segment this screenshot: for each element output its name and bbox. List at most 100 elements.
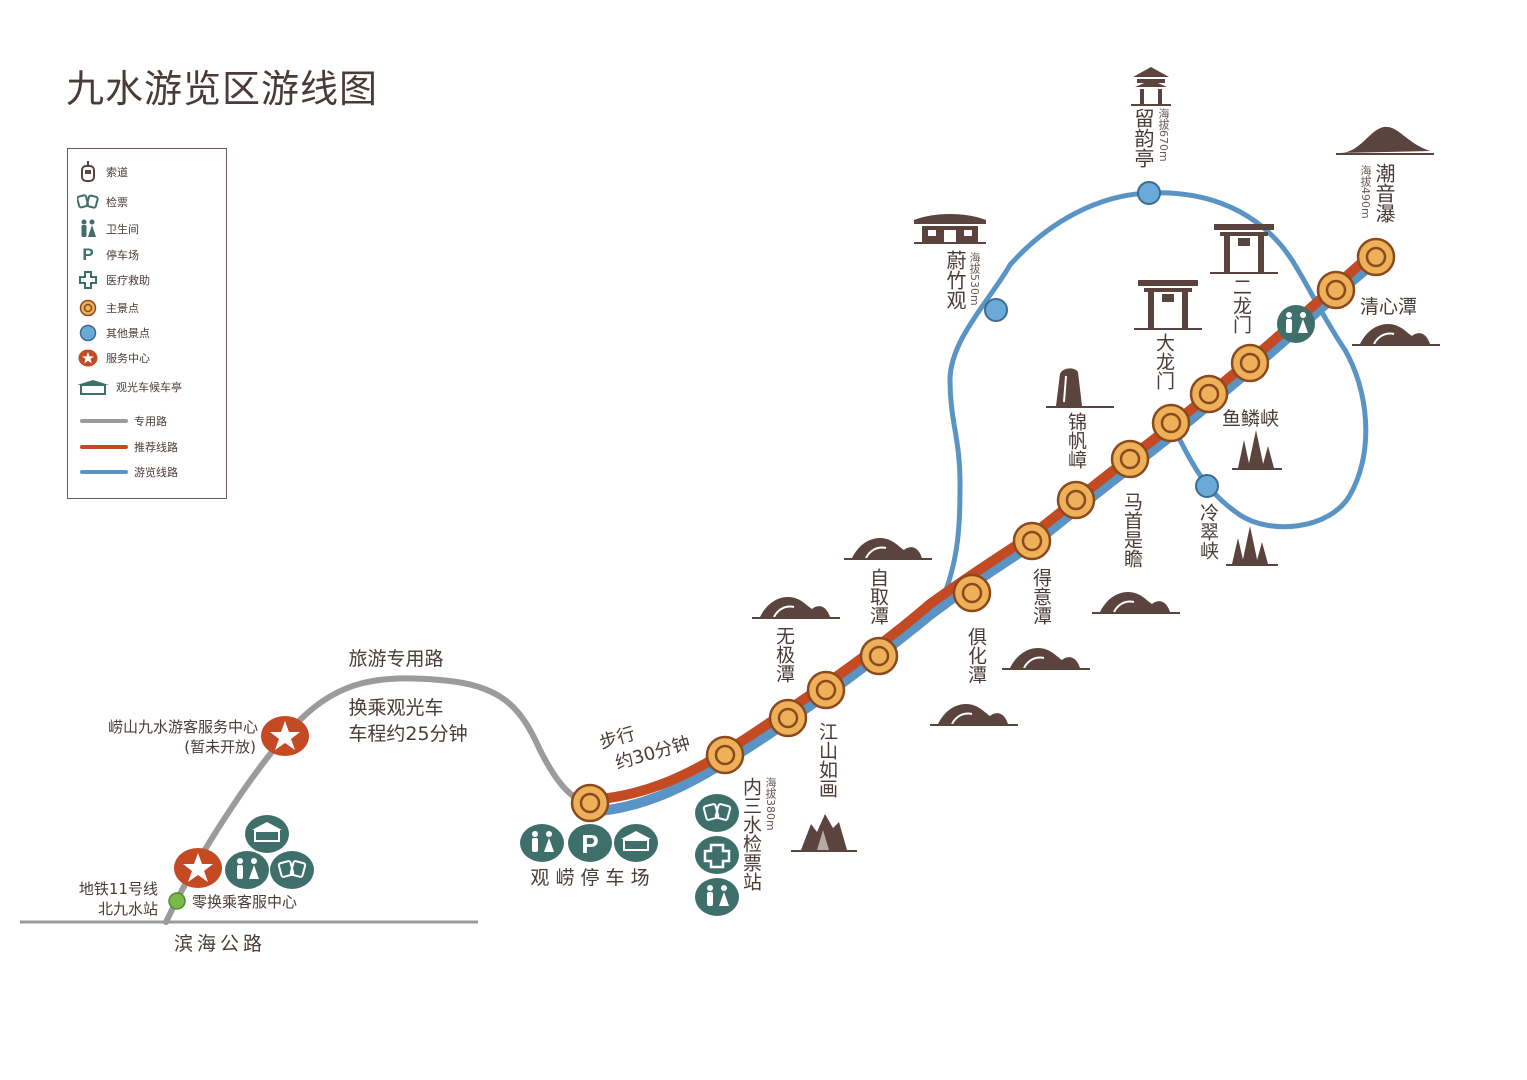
altitude-neisanshui: 海拔380m: [764, 777, 777, 831]
other-spot-icon: [76, 324, 100, 342]
visitor-center-label-2: (暂未开放): [184, 738, 256, 756]
dedicated-road-swatch: [80, 419, 128, 423]
rock-icon-ziqu: [843, 537, 933, 560]
main-spot-qingxin[interactable]: [1316, 270, 1356, 310]
transfer-center-label: 零换乘客服中心: [192, 893, 297, 911]
medical-icon[interactable]: [695, 836, 739, 874]
spot-label-chaoyin: 潮音瀑: [1372, 163, 1396, 223]
restroom-icon[interactable]: [1277, 305, 1315, 343]
metro-station-icon[interactable]: [168, 892, 186, 910]
legend-label: 推荐线路: [134, 441, 178, 454]
main-spot-jinfan[interactable]: [1056, 480, 1096, 520]
legend-item-ropeway: 索道: [76, 161, 128, 183]
legend-label: 专用路: [134, 415, 167, 428]
legend-item-tour: 游览线路: [76, 464, 178, 480]
visitor-center-icon[interactable]: [261, 716, 309, 756]
restroom-icon-parking[interactable]: [520, 824, 564, 862]
mountain-icon-chaoyin: [1335, 125, 1435, 155]
main-spot-juhua[interactable]: [952, 573, 992, 613]
spot-label-lengcui: 冷翠峡: [1197, 503, 1219, 560]
legend-label: 医疗救助: [106, 274, 150, 287]
other-spot-liuyun[interactable]: [1137, 181, 1161, 205]
visitor-center-label-1: 崂山九水游客服务中心: [108, 718, 258, 736]
main-spot-erlongmen[interactable]: [1230, 343, 1270, 383]
legend-label: 卫生间: [106, 223, 139, 236]
spot-label-weizhu: 蔚竹观: [943, 250, 967, 310]
spot-label-ziqu: 自取潭: [867, 568, 889, 625]
spot-label-deyi: 得意潭: [1030, 568, 1052, 625]
ropeway-icon: [76, 161, 100, 183]
main-spots: [570, 237, 1396, 823]
legend-panel: 索道 检票 卫生间 P 停车场 医疗救助 主景点 其他景点 服务中心: [67, 148, 227, 499]
spot-label-wuji: 无极潭: [773, 626, 795, 683]
tour-route-swatch: [80, 470, 128, 474]
parking-label: 观 崂 停 车 场: [530, 867, 649, 889]
legend-label: 索道: [106, 166, 128, 179]
medical-icon: [76, 271, 100, 289]
rock-pillars-icon-lengcui: [1226, 526, 1278, 566]
gate-icon-dalongmen: [1133, 279, 1203, 330]
pavilion-icon-liuyun: [1130, 66, 1172, 106]
legend-label: 服务中心: [106, 352, 150, 365]
main-spot-chaoyin[interactable]: [1356, 237, 1396, 277]
main-spot-deyi[interactable]: [1012, 521, 1052, 561]
rock-icon-juhua: [929, 703, 1019, 726]
legend-label: 主景点: [106, 302, 139, 315]
altitude-chaoyin: 海拔490m: [1359, 165, 1372, 219]
legend-item-bus-shelter: 观光车候车亭: [76, 379, 182, 395]
svg-text:P: P: [581, 829, 598, 859]
bus-shelter-icon: [76, 379, 110, 395]
spot-label-juhua: 俱化潭: [965, 627, 987, 684]
spot-label-yulin: 鱼鳞峡: [1222, 408, 1279, 430]
metro-label-2: 北九水站: [98, 900, 158, 918]
altitude-liuyun: 海拔670m: [1157, 108, 1170, 162]
legend-item-parking: P 停车场: [76, 245, 139, 265]
spot-label-neisanshui: 内三水检票站: [740, 777, 762, 891]
legend-item-other-spot: 其他景点: [76, 324, 150, 342]
main-spot-neisanshui[interactable]: [705, 735, 745, 775]
bus-shelter-icon[interactable]: [245, 815, 289, 853]
bus-shelter-icon-parking[interactable]: [614, 824, 658, 862]
parking-icon[interactable]: P: [568, 824, 612, 862]
legend-label: 观光车候车亭: [116, 381, 182, 394]
main-spot-jiangshan[interactable]: [806, 670, 846, 710]
service-center-icon[interactable]: [174, 848, 222, 888]
other-spot-weizhu[interactable]: [984, 298, 1008, 322]
legend-item-restroom: 卫生间: [76, 219, 139, 239]
shuttle-label-2: 车程约25分钟: [348, 723, 467, 745]
main-spot-ziqu[interactable]: [859, 636, 899, 676]
spot-label-mashou: 马首是瞻: [1121, 492, 1143, 568]
recommended-route-swatch: [80, 445, 128, 449]
restroom-icon-transfer[interactable]: [225, 851, 269, 889]
spot-label-qingxin: 清心潭: [1360, 296, 1417, 318]
tour-route-main: [587, 253, 1385, 817]
ticket-icon-transfer[interactable]: [270, 851, 314, 889]
spot-label-dalongmen: 大龙门: [1153, 333, 1175, 390]
shuttle-label-1: 换乘观光车: [348, 697, 443, 719]
main-spot-parking[interactable]: [570, 783, 610, 823]
map-title: 九水游览区游线图: [66, 67, 379, 111]
spot-label-jiangshan: 江山如画: [816, 722, 838, 798]
parking-icon: P: [82, 245, 94, 264]
main-spot-mashou[interactable]: [1110, 439, 1150, 479]
service-center-icon: [76, 349, 100, 367]
restroom-icon: [76, 219, 100, 239]
spot-label-liuyun: 留韵亭: [1131, 108, 1155, 168]
altitude-weizhu: 海拔530m: [968, 252, 981, 306]
main-spot-wuji[interactable]: [768, 698, 808, 738]
ticket-icon: [76, 193, 100, 211]
rock-icon-deyi: [1001, 647, 1091, 670]
other-spot-lengcui[interactable]: [1195, 474, 1219, 498]
main-spot-dalongmen[interactable]: [1151, 403, 1191, 443]
rock-icon-mashou: [1091, 591, 1181, 614]
restroom-icon-neisanshui[interactable]: [695, 878, 739, 916]
main-spot-yulin[interactable]: [1189, 374, 1229, 414]
legend-item-medical: 医疗救助: [76, 271, 150, 289]
legend-item-dedicated: 专用路: [76, 413, 167, 429]
legend-label: 其他景点: [106, 327, 150, 340]
legend-item-recommended: 推荐线路: [76, 439, 178, 455]
ticket-icon-neisanshui[interactable]: [695, 794, 739, 832]
legend-item-service: 服务中心: [76, 349, 150, 367]
legend-label: 游览线路: [134, 466, 178, 479]
